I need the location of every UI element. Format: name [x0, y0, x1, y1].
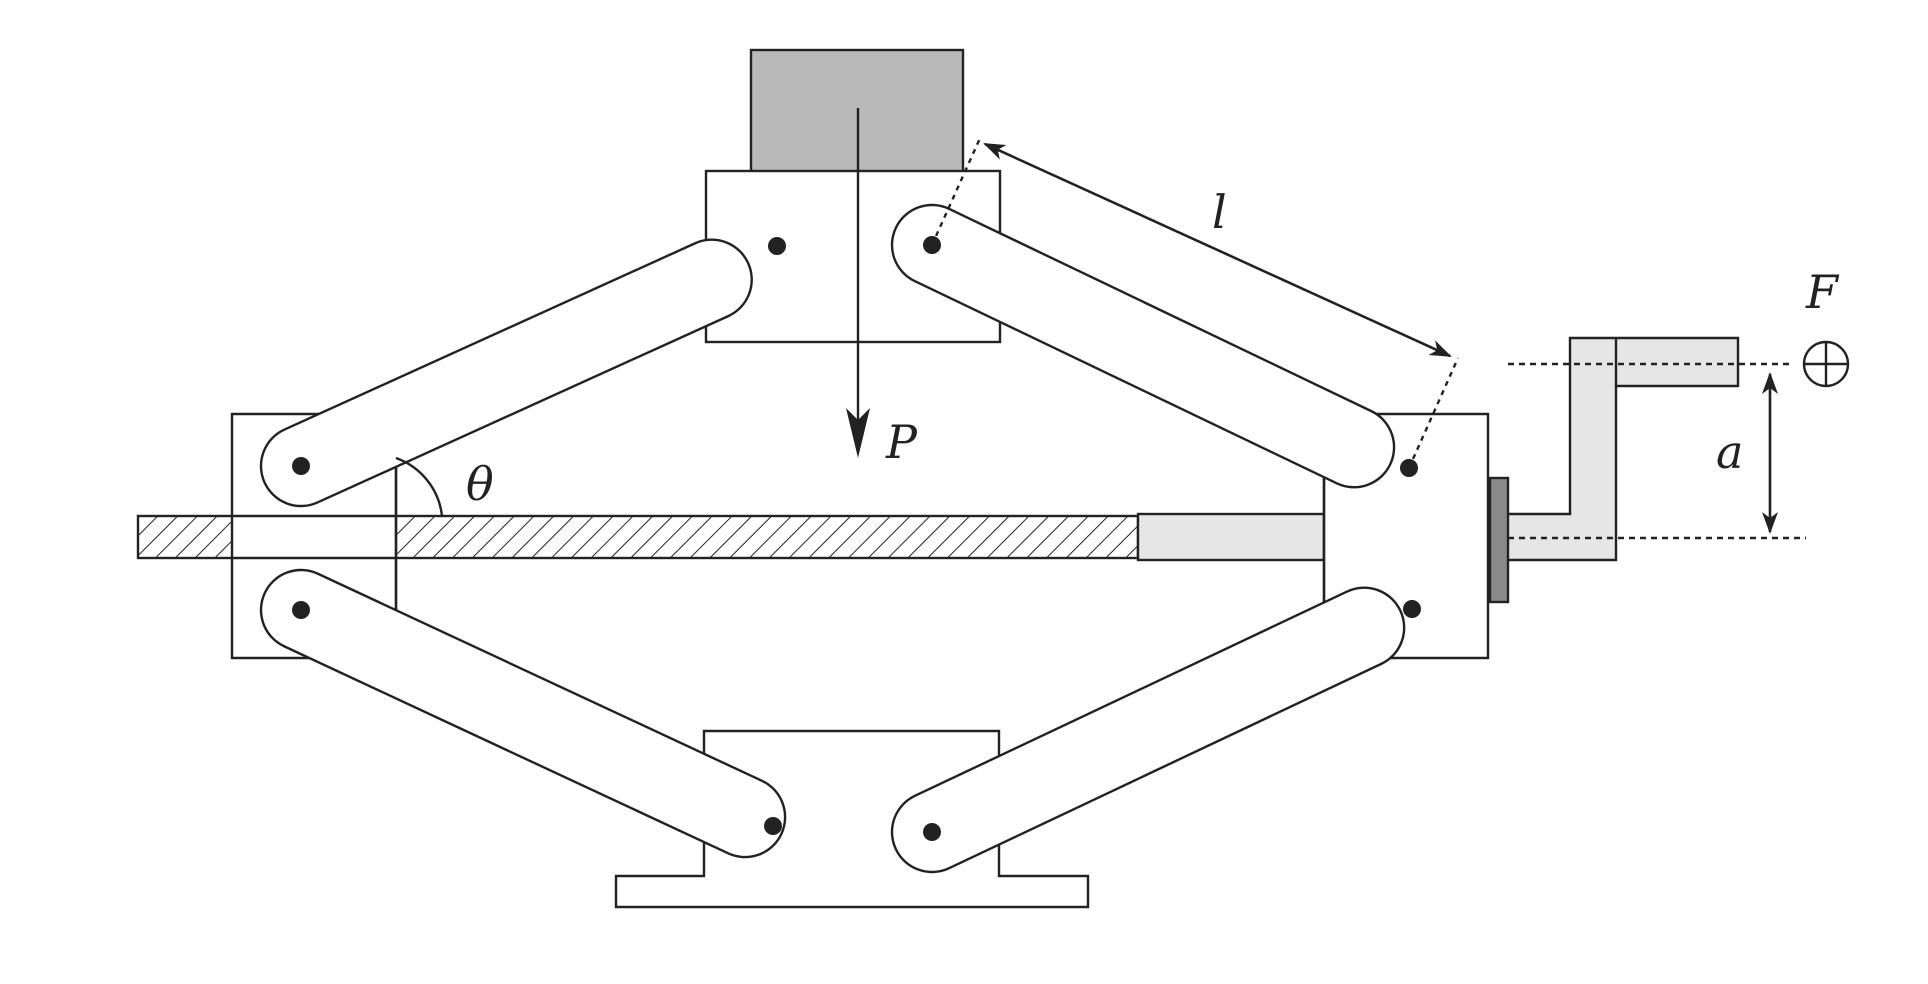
load-platform	[704, 48, 1002, 344]
label-crank-force: F	[1805, 265, 1840, 319]
pivot-bottom-left	[764, 817, 782, 835]
pivot-left-lower	[292, 601, 310, 619]
theta-arc	[395, 456, 444, 517]
link-lower-right	[890, 586, 1406, 874]
screw-left-end	[136, 514, 234, 560]
link-upper-right	[890, 203, 1396, 489]
crank-handle	[1488, 336, 1740, 604]
screw-shank	[1136, 512, 1326, 562]
into-page-circle-cross-icon	[1802, 340, 1850, 388]
link-upper-left	[259, 238, 753, 508]
pivot-bottom-right	[923, 823, 941, 841]
link-length-dimension	[930, 135, 1460, 469]
link-lower-left	[259, 568, 787, 859]
pivot-top-left	[768, 237, 786, 255]
label-link-angle: θ	[466, 457, 494, 511]
label-crank-arm: a	[1716, 425, 1743, 479]
crank-arm-dimension	[1508, 362, 1806, 540]
screw-thread	[394, 514, 1140, 560]
pivot-right-lower	[1403, 600, 1421, 618]
thrust-collar	[1488, 476, 1510, 604]
lead-screw	[136, 512, 1326, 562]
label-link-length: l	[1212, 185, 1227, 239]
label-load-force: P	[885, 415, 918, 469]
crank-body	[1502, 336, 1740, 562]
pivot-pins	[292, 236, 1421, 841]
pivot-left-upper	[292, 457, 310, 475]
load-force-arrow	[846, 108, 870, 458]
